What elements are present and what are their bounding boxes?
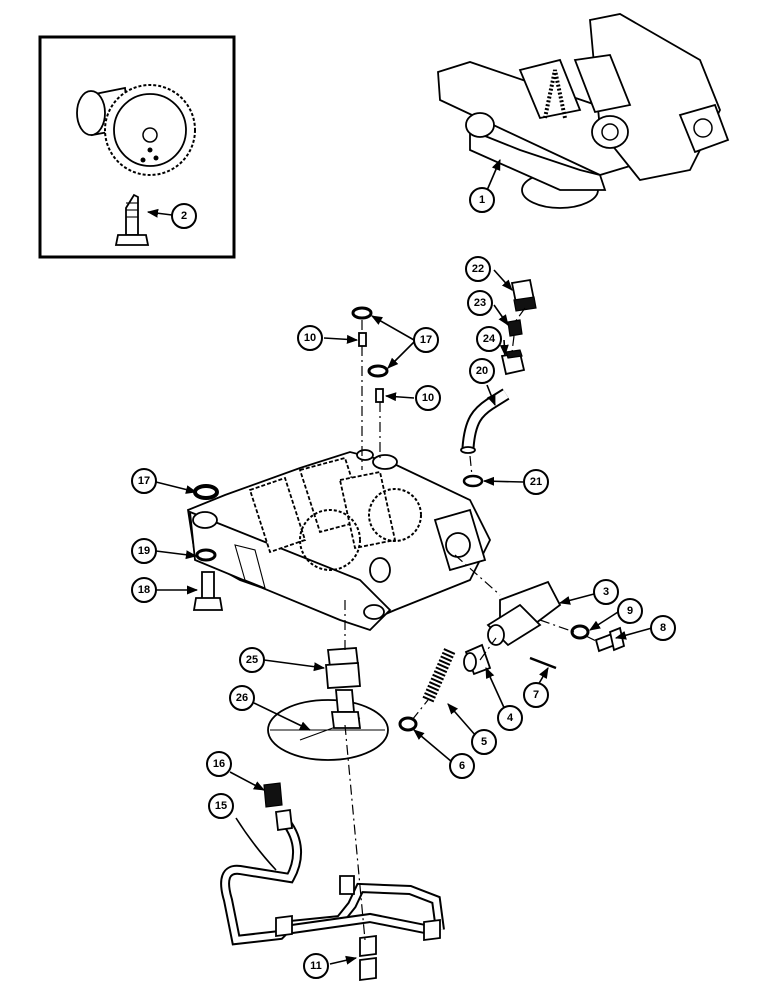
o-ring-21 [462, 474, 484, 488]
svg-text:16: 16 [213, 758, 225, 770]
washer-17-top [351, 306, 373, 320]
svg-text:8: 8 [660, 622, 666, 634]
callout-26: 26 [229, 685, 255, 711]
gear-shaft-detail [76, 84, 196, 176]
callout-18: 18 [131, 577, 157, 603]
callout-11: 11 [303, 953, 329, 979]
svg-text:20: 20 [476, 365, 488, 377]
callout-23: 23 [467, 290, 493, 316]
valve-housing-3 [486, 580, 562, 647]
bolt-8 [594, 626, 626, 653]
fitting-16 [263, 782, 283, 808]
tube-20 [460, 388, 510, 454]
svg-text:19: 19 [138, 545, 150, 557]
fitting-22 [510, 278, 537, 312]
callout-19: 19 [131, 538, 157, 564]
callout-9: 9 [617, 598, 643, 624]
callout-16: 16 [206, 751, 232, 777]
pump-body-exploded [187, 449, 492, 632]
oil-tube-assembly [220, 808, 445, 982]
leader-lines [146, 158, 653, 965]
callout-17-top: 17 [413, 327, 439, 353]
callout-4: 4 [497, 705, 523, 731]
bolt-18 [192, 571, 224, 611]
spring-5 [422, 647, 456, 703]
svg-text:18: 18 [138, 584, 150, 596]
svg-text:22: 22 [472, 263, 484, 275]
svg-text:1: 1 [479, 194, 485, 206]
inset-box [38, 35, 236, 259]
svg-text:10: 10 [304, 332, 316, 344]
callout-6: 6 [449, 753, 475, 779]
washer-6 [398, 716, 418, 732]
svg-text:25: 25 [246, 654, 258, 666]
callout-17-left: 17 [131, 468, 157, 494]
callout-10-top: 10 [297, 325, 323, 351]
assembled-oil-pump [437, 13, 730, 209]
callout-10-mid: 10 [415, 385, 441, 411]
svg-text:2: 2 [181, 210, 187, 222]
callout-1: 1 [469, 187, 495, 213]
svg-text:10: 10 [422, 392, 434, 404]
svg-text:17: 17 [420, 334, 432, 346]
alignment-lines [344, 307, 599, 941]
callout-15: 15 [208, 793, 234, 819]
svg-text:6: 6 [459, 760, 465, 772]
svg-text:7: 7 [533, 689, 539, 701]
callout-22: 22 [465, 256, 491, 282]
callout-7: 7 [523, 682, 549, 708]
svg-text:9: 9 [627, 605, 633, 617]
svg-text:23: 23 [474, 297, 486, 309]
svg-text:24: 24 [483, 333, 496, 345]
callout-2: 2 [171, 203, 197, 229]
callout-25: 25 [239, 647, 265, 673]
fitting-25 [325, 647, 361, 689]
pin-7 [529, 656, 557, 670]
callout-5: 5 [471, 729, 497, 755]
svg-text:3: 3 [603, 586, 609, 598]
washer-17-left [193, 484, 219, 500]
callout-3: 3 [593, 579, 619, 605]
washer-9 [570, 624, 590, 640]
svg-text:4: 4 [507, 712, 514, 724]
callout-8: 8 [650, 615, 676, 641]
oil-screen-26 [267, 689, 389, 761]
svg-text:17: 17 [138, 475, 150, 487]
dowel-10-mid [375, 388, 384, 403]
dowel-10-top [358, 332, 367, 347]
svg-text:11: 11 [310, 960, 322, 972]
svg-text:15: 15 [215, 800, 227, 812]
washer-17-mid [367, 364, 389, 378]
svg-text:26: 26 [236, 692, 248, 704]
callout-20: 20 [469, 358, 495, 384]
plug-23 [507, 319, 523, 337]
callout-24: 24 [476, 326, 502, 352]
bolt-part-2 [114, 193, 150, 246]
callout-21: 21 [523, 469, 549, 495]
svg-text:21: 21 [530, 476, 542, 488]
washer-19 [195, 548, 217, 562]
svg-text:5: 5 [481, 736, 487, 748]
